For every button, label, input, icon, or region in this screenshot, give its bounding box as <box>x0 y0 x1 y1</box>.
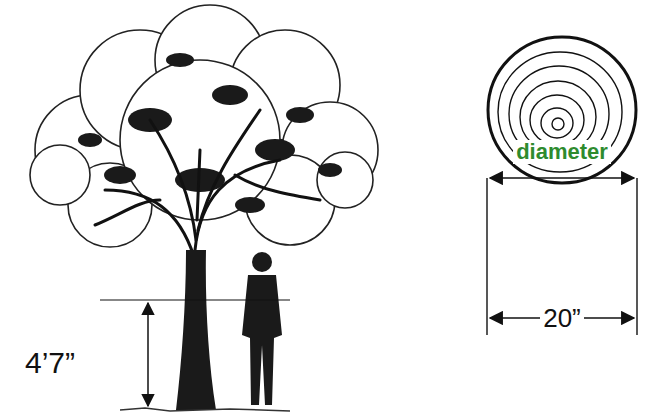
ground-line <box>120 408 290 411</box>
height-line <box>100 299 290 300</box>
tree-branches <box>95 110 320 260</box>
extension-line <box>486 178 487 335</box>
log-cross-section <box>488 37 636 183</box>
height-value: 4’7” <box>22 346 78 379</box>
tree-canopy <box>30 5 378 247</box>
dimension-name: diameter <box>513 140 611 164</box>
canopy-shading <box>78 53 342 213</box>
extension-line <box>636 178 637 335</box>
tree-trunk <box>176 250 216 410</box>
diameter-line <box>490 177 634 179</box>
height-dimension <box>147 303 149 406</box>
person-figure <box>242 252 282 405</box>
width-value: 20” <box>540 304 584 333</box>
